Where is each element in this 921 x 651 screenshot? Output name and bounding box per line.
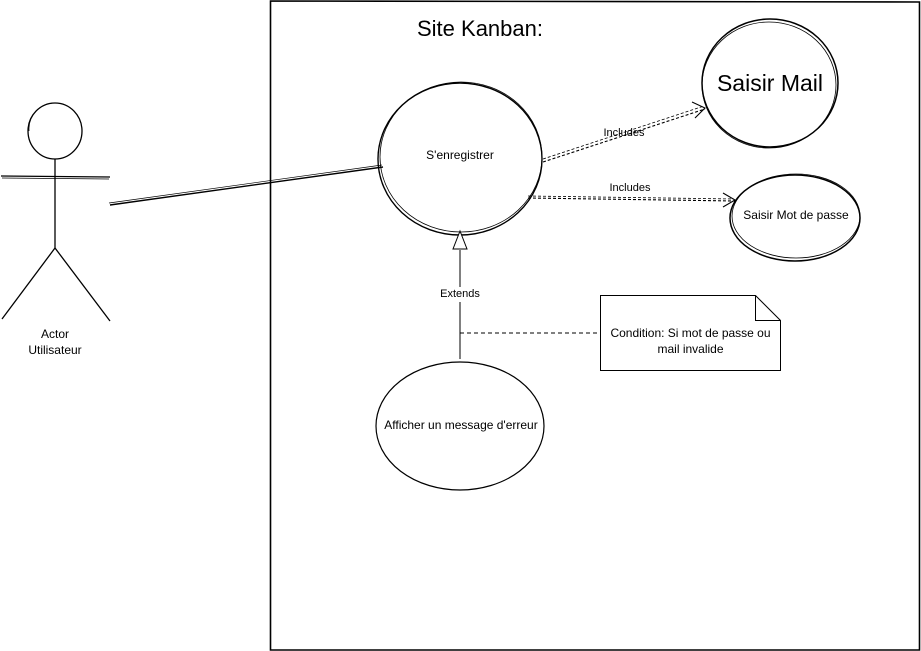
actor-figure [0,102,111,322]
extends-arrow [452,229,468,359]
includes-password-arrow [527,192,737,208]
actor-left-leg [1,247,56,320]
extends-label: Extends [430,287,490,302]
actor-right-leg [54,247,111,322]
includes-mail-label: Includes [603,127,645,139]
association-line [108,164,384,206]
use-case-password-ellipse [729,173,861,262]
includes-password-label: Includes [609,182,651,194]
extends-arrowhead [452,229,468,250]
actor-arms [0,175,111,178]
use-case-error-label: Afficher un message d'erreur [384,418,538,432]
includes-mail-arrow [542,101,706,163]
actor-label-line1: Actor [40,327,69,341]
use-case-mail-label: Saisir Mail [716,70,824,96]
use-case-mail-ellipse [701,18,839,149]
system-title: Site Kanban: [417,16,543,41]
use-case-register-label: S'enregistrer [426,148,494,162]
use-case-password-label: Saisir Mot de passe [743,208,849,222]
system-boundary [269,0,921,651]
condition-note [600,295,781,371]
use-case-error-ellipse [375,361,545,491]
note-text-line2: mail invalide [657,342,724,356]
note-text-line1: Condition: Si mot de passe ou [610,326,771,340]
actor-label-line2: Utilisateur [28,343,82,357]
